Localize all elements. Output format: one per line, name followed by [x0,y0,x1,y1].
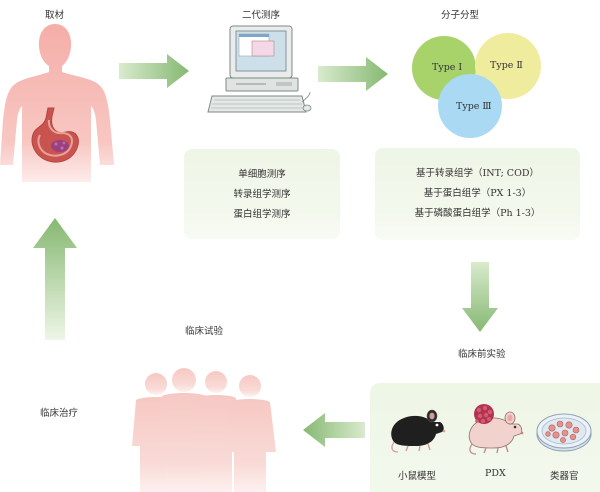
pdx-mouse-with-tumor-icon [468,404,524,455]
type-1-label: Type Ⅰ [432,62,463,73]
patient-group-icon [132,368,276,492]
computer-workstation-icon [207,25,312,113]
step-label-ngs: 二代测序 [242,10,281,21]
arrow-up [33,218,77,340]
black-mouse-icon [391,409,446,453]
model-label-organoid: 类器官 [550,471,579,482]
step-label-subtyping: 分子分型 [441,10,480,21]
arrow-down [462,262,498,332]
subtype-basis-item: 基于转录组学（INT; COD） [416,168,539,179]
subtype-venn-diagram [412,33,541,138]
sequencing-method-item: 转录组学测序 [233,189,291,200]
subtype-basis-card: 基于转录组学（INT; COD） 基于蛋白组学（PX 1-3） 基于磷酸蛋白组学… [375,148,580,240]
arrow-right-2 [318,57,388,91]
organoid-petri-dish-icon [536,413,592,452]
model-label-pdx: PDX [485,468,506,479]
step-label-sampling: 取材 [45,10,65,21]
arrow-left [303,413,365,447]
sequencing-methods-card: 单细胞测序 转录组学测序 蛋白组学测序 [184,149,340,239]
subtype-basis-item: 基于磷酸蛋白组学（Ph 1-3） [414,208,541,219]
step-label-clinical-treatment: 临床治疗 [40,408,79,419]
sequencing-method-item: 蛋白组学测序 [233,209,291,220]
type-2-label: Type Ⅱ [490,60,523,71]
type-3-circle [438,74,502,138]
step-label-clinical-trial: 临床试验 [185,326,224,337]
step-label-preclinical: 临床前实验 [458,349,506,360]
subtype-basis-item: 基于蛋白组学（PX 1-3） [423,188,532,199]
arrow-right-1 [119,54,189,88]
sequencing-method-item: 单细胞测序 [238,169,286,180]
human-body-with-stomach-icon [0,24,114,182]
model-label-mouse: 小鼠模型 [398,471,437,482]
type-3-label: Type Ⅲ [456,101,492,112]
